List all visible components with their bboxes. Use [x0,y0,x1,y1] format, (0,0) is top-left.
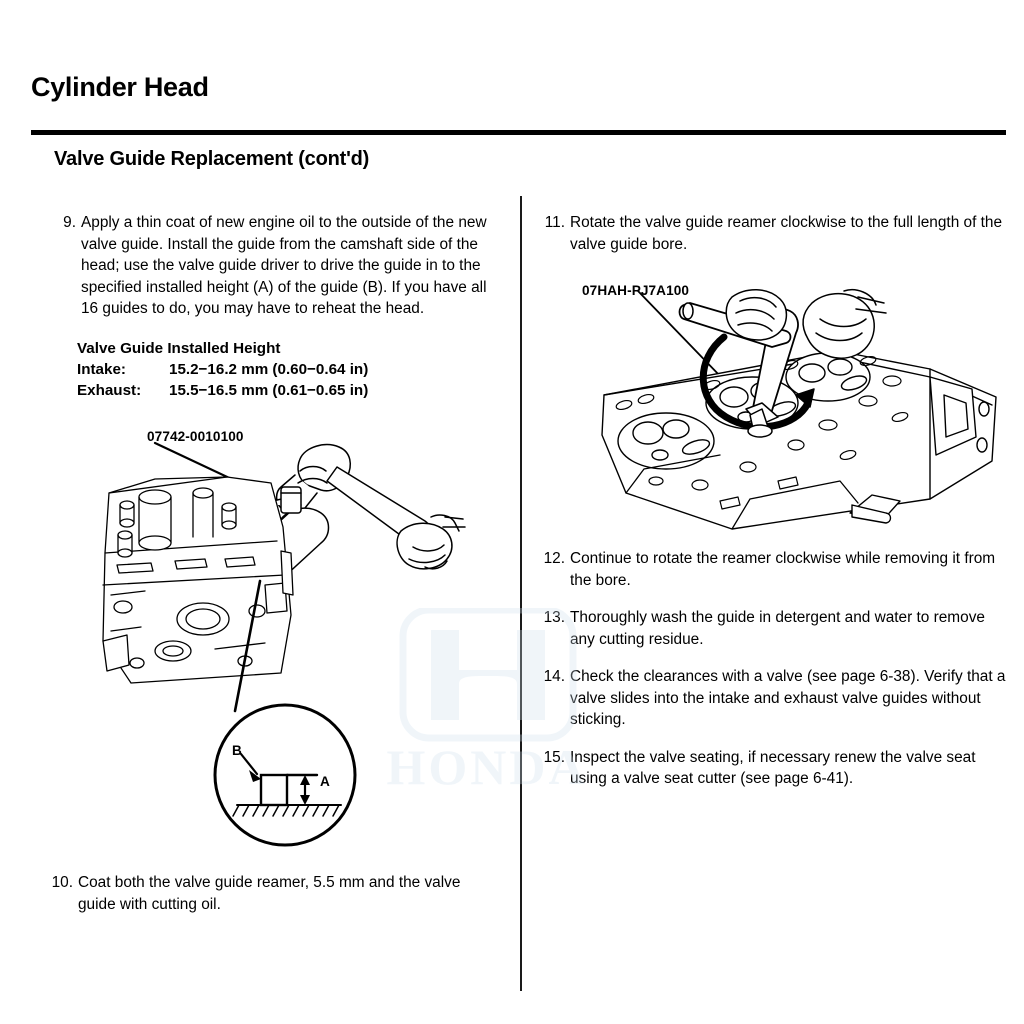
spec-label-exhaust: Exhaust: [77,381,142,399]
step-10: 10. Coat both the valve guide reamer, 5.… [48,872,488,915]
page-title: Cylinder Head [31,72,209,102]
step-14: 14. Check the clearances with a valve (s… [540,666,1012,731]
step-10-container: 10. Coat both the valve guide reamer, 5.… [48,872,488,931]
step-13: 13. Thoroughly wash the guide in deterge… [540,607,1012,650]
rotation-arrow [699,333,812,431]
step-11-number: 11. [544,214,565,231]
cylinder-head-illustration [102,476,294,684]
step-12: 12. Continue to rotate the reamer clockw… [540,548,1012,591]
section-title: Valve Guide Replacement (cont'd) [54,148,370,170]
step-11: 11. Rotate the valve guide reamer clockw… [540,212,1008,255]
step-9-number: 9. [63,214,76,231]
spec-value-exhaust: 15.5−16.5 mm (0.61−0.65 in) [169,381,369,399]
step-14-text: Check the clearances with a valve (see p… [570,668,1006,728]
step-15-text: Inspect the valve seating, if necessary … [570,748,976,788]
cylinder-head-deck [601,350,997,530]
right-column: 11. Rotate the valve guide reamer clockw… [540,212,1008,271]
spec-heading: Valve Guide Installed Height [77,339,281,357]
step-12-number: 12. [543,550,565,567]
figure-valve-guide-installation [95,435,485,715]
hand-holding-hammer [396,514,466,570]
rotation-arrow-head [795,388,815,408]
left-column: 9. Apply a thin coat of new engine oil t… [58,212,506,401]
step-15-number: 15. [543,748,565,766]
spec-row-exhaust: Exhaust: 15.5−16.5 mm (0.61−0.65 in) [77,380,506,401]
hand-on-reamer-handle [725,289,788,341]
valve-guide-height-spec: Valve Guide Installed Height Intake: 15.… [77,338,506,401]
detail-label-a: A [320,774,330,789]
step-13-text: Thoroughly wash the guide in detergent a… [570,609,985,648]
figure-installed-height-detail [205,700,365,850]
step-13-number: 13. [543,609,565,626]
spec-value-intake: 15.2−16.2 mm (0.60−0.64 in) [169,360,369,378]
spec-row-intake: Intake: 15.2−16.2 mm (0.60−0.64 in) [77,359,506,380]
callout-label-valve-guide-reamer: 07HAH-PJ7A100 [582,283,690,298]
step-11-text: Rotate the valve guide reamer clockwise … [570,214,1003,253]
step-12-text: Continue to rotate the reamer clockwise … [570,550,996,589]
step-10-number: 10. [51,874,73,891]
hand-steadying-head [802,289,887,359]
figure-reamer-operation [600,285,1015,540]
detail-label-b: B [232,743,242,758]
step-9-text: Apply a thin coat of new engine oil to t… [81,214,487,317]
step-9: 9. Apply a thin coat of new engine oil t… [58,212,506,320]
step-15: 15. Inspect the valve seating, if necess… [540,747,1012,790]
step-14-number: 14. [543,668,565,685]
leader-line-detail-circle [233,579,262,713]
spec-label-intake: Intake: [77,360,126,378]
right-steps-lower: 12. Continue to rotate the reamer clockw… [540,548,1012,806]
column-divider [520,196,522,991]
callout-label-valve-guide-driver: 07742-0010100 [147,429,244,444]
step-10-text: Coat both the valve guide reamer, 5.5 mm… [78,874,461,913]
header-divider-rule [31,130,1006,135]
